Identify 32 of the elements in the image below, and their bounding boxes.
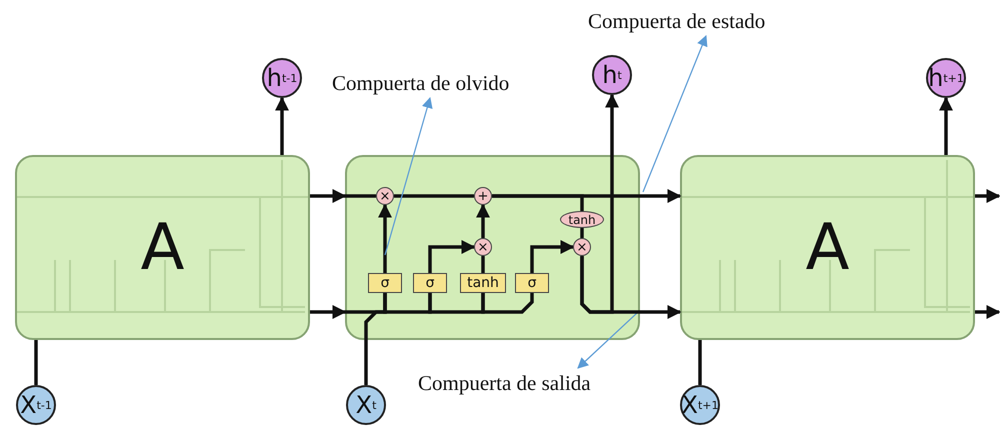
lstm-cell [15,155,310,340]
activation-ellipse: tanh [560,211,604,228]
operation-circle: + [474,187,492,205]
arrow [378,204,392,273]
operation-circle: × [573,238,591,256]
operation-circle: × [474,238,492,256]
leader-arrow [577,312,638,369]
cell-label: A [806,210,850,284]
arrow [975,189,1000,203]
gate-box: σ [368,273,402,293]
lstm-cell [345,155,640,340]
arrow [939,96,953,155]
cell-label: A [140,210,184,284]
annotation-label: Compuerta de salida [418,368,648,398]
lstm-cell [680,155,975,340]
arrow [428,240,476,273]
arrow [275,96,289,155]
operation-circle: × [376,187,394,205]
arrow [476,204,490,238]
arrow [310,305,346,319]
arrow [975,305,1000,319]
gate-box: σ [515,273,549,293]
arrow [640,305,682,319]
arrow [310,189,346,203]
annotation-label: Compuerta de estado [588,6,818,36]
leader-arrow [384,96,433,256]
gate-box: tanh [460,273,506,293]
leader-arrow [642,34,708,192]
arrow [530,240,574,273]
gate-box: σ [413,273,447,293]
annotation-label: Compuerta de olvido [332,68,562,98]
arrow [640,189,682,203]
